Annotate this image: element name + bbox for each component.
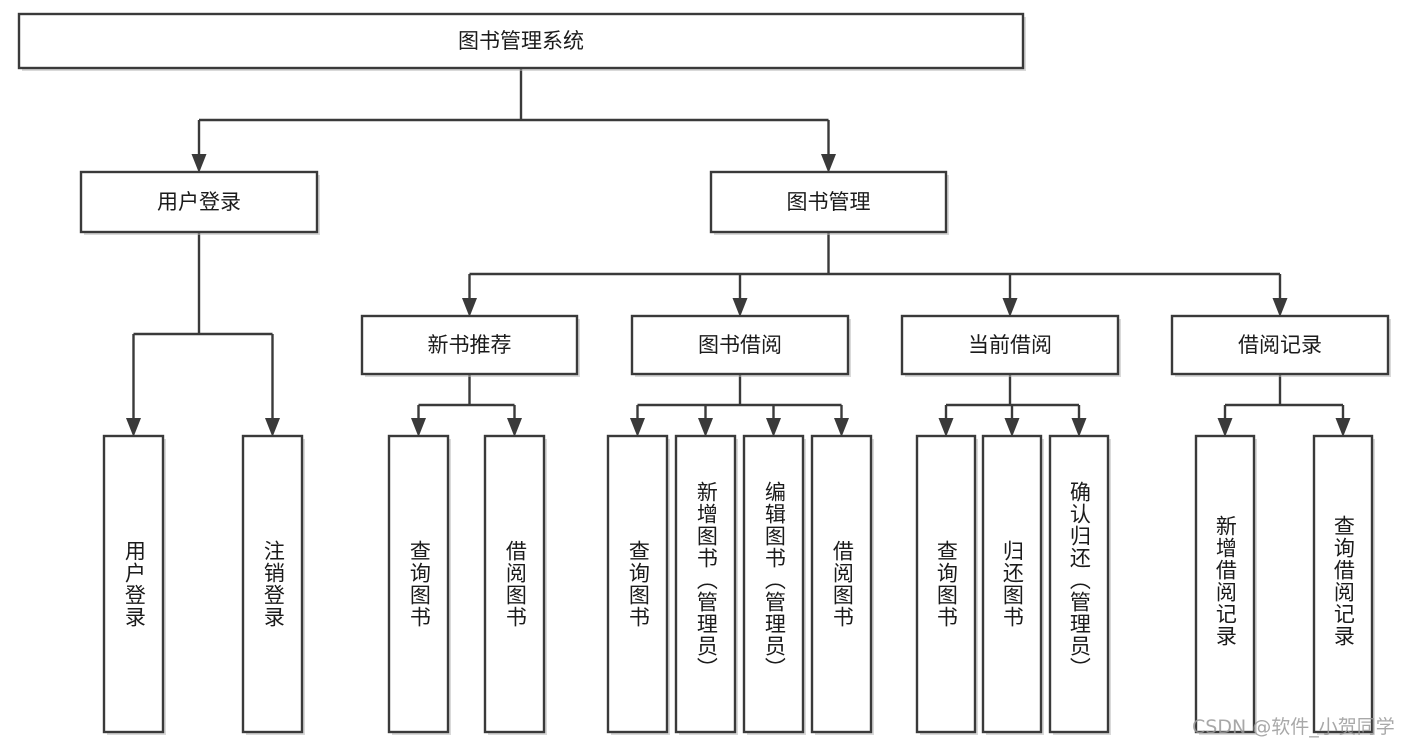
node-l3-current-borrow[interactable] (900, 314, 1120, 376)
node-leaf-edit-book[interactable] (742, 434, 805, 734)
node-l3-borrow-record[interactable] (1170, 314, 1390, 376)
node-label-l3-new-book-rec: 新书推荐 (428, 333, 512, 357)
node-layer (17, 12, 1391, 735)
node-l3-new-book-rec[interactable] (360, 314, 579, 376)
node-l2-user-login[interactable] (79, 170, 319, 234)
node-l2-book-mgmt[interactable] (709, 170, 948, 234)
node-leaf-query-book-2[interactable] (606, 434, 669, 734)
watermark-text: CSDN @软件_小贺同学 (1192, 716, 1395, 738)
node-leaf-logout[interactable] (241, 434, 304, 734)
node-leaf-query-record[interactable] (1312, 434, 1374, 734)
node-label-l3-book-borrow: 图书借阅 (698, 333, 782, 357)
connector-layer (126, 68, 1351, 437)
node-leaf-add-book[interactable] (674, 434, 737, 734)
node-leaf-return-book[interactable] (981, 434, 1043, 734)
node-leaf-user-login[interactable] (102, 434, 165, 734)
node-leaf-query-book-3[interactable] (915, 434, 977, 734)
node-leaf-query-book-1[interactable] (387, 434, 450, 734)
node-leaf-add-record[interactable] (1194, 434, 1256, 734)
node-label-l3-borrow-record: 借阅记录 (1238, 333, 1322, 357)
node-l3-book-borrow[interactable] (630, 314, 850, 376)
node-leaf-borrow-book-1[interactable] (483, 434, 546, 734)
node-leaf-borrow-book-2[interactable] (810, 434, 873, 734)
node-label-root: 图书管理系统 (458, 29, 584, 53)
node-label-l2-book-mgmt: 图书管理 (787, 190, 871, 214)
node-label-l2-user-login: 用户登录 (157, 190, 241, 214)
node-label-l3-current-borrow: 当前借阅 (968, 333, 1052, 357)
node-root[interactable] (17, 12, 1025, 70)
node-leaf-confirm-return[interactable] (1048, 434, 1110, 734)
